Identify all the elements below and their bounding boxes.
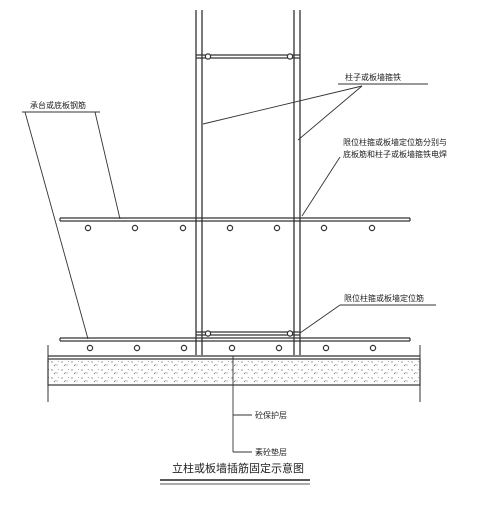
leader-stirrup-right bbox=[297, 85, 363, 141]
leader-lines bbox=[22, 83, 436, 453]
lower-rebar-mat bbox=[59, 337, 411, 352]
label-cap-rebar: 承台或底板钢筋 bbox=[30, 100, 86, 110]
rebar-dot bbox=[180, 344, 188, 352]
stirrup-node bbox=[286, 330, 294, 337]
label-protect-layer: 砼保护层 bbox=[255, 410, 287, 420]
label-cushion-layer: 素砼垫层 bbox=[255, 447, 287, 457]
leader-cap-upper bbox=[94, 111, 121, 220]
rebar-dot bbox=[228, 344, 236, 352]
stirrup-node bbox=[204, 330, 212, 337]
diagram-title: 立柱或板墙插筋固定示意图 bbox=[160, 461, 310, 485]
leader-limit bbox=[299, 304, 341, 334]
rebar-dot bbox=[320, 224, 328, 232]
rebar-dot bbox=[179, 224, 187, 232]
leader-cap-lower bbox=[24, 111, 89, 340]
rebar-dot bbox=[275, 344, 283, 352]
column-bars bbox=[195, 10, 301, 355]
rebar-dot bbox=[86, 344, 94, 352]
rebar-dot bbox=[369, 344, 377, 352]
title-text: 立柱或板墙插筋固定示意图 bbox=[172, 461, 304, 475]
rebar-dot bbox=[368, 224, 376, 232]
label-column-stirrup: 柱子或板墙箍铁 bbox=[345, 72, 401, 82]
rebar-dot bbox=[84, 224, 92, 232]
rebar-dot bbox=[273, 224, 281, 232]
label-limit-bar: 限位柱箍或板墙定位筋 bbox=[344, 293, 424, 303]
labels: 承台或底板钢筋 柱子或板墙箍铁 限位柱箍或板墙定位筋分别与 底板筋和柱子或板墙箍… bbox=[30, 72, 447, 457]
rebar-dot bbox=[131, 224, 139, 232]
leader-stirrup-left bbox=[202, 85, 363, 125]
rebar-dot bbox=[226, 224, 234, 232]
rebar-dot bbox=[133, 344, 141, 352]
foundation bbox=[47, 345, 421, 402]
stirrups bbox=[196, 53, 300, 337]
stirrup-node bbox=[286, 53, 294, 60]
cushion-layer-hatch bbox=[47, 358, 421, 386]
label-limit-weld-2: 底板筋和柱子或板墙箍铁电焊 bbox=[343, 149, 447, 159]
label-limit-weld-1: 限位柱箍或板墙定位筋分别与 bbox=[343, 137, 447, 147]
rebar-dot bbox=[322, 344, 330, 352]
upper-rebar-mat bbox=[59, 217, 411, 232]
stirrup-node bbox=[204, 53, 212, 60]
leader-weld bbox=[301, 156, 341, 217]
